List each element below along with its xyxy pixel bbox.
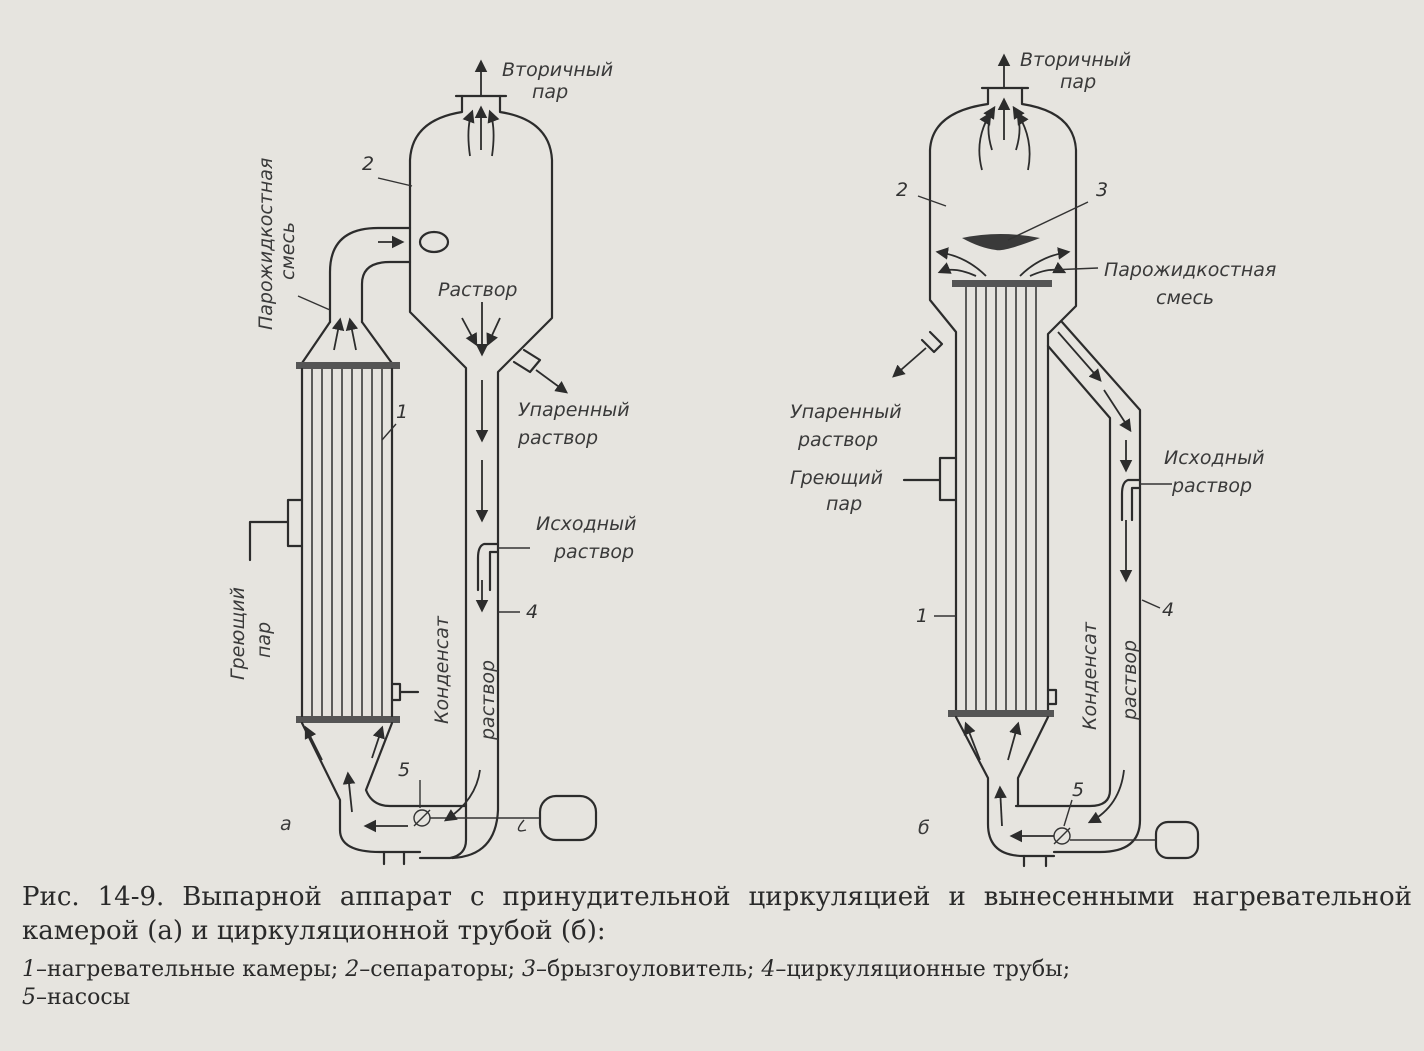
- legend-text-5: насосы: [47, 985, 131, 1010]
- mist-eliminator-b: [962, 234, 1040, 251]
- label-vapor-mix-a: Парожидкостнаясмесь: [255, 158, 299, 330]
- number-5-b: 5: [1072, 779, 1084, 801]
- figure-caption: Рис. 14-9. Выпарной аппарат с принудител…: [22, 880, 1412, 1012]
- figure-letter-b: б: [918, 817, 930, 839]
- sight-glass-a: [418, 230, 450, 254]
- number-2-a: 2: [362, 153, 374, 175]
- heating-chamber-a: [300, 367, 394, 718]
- feed-inlet-a: [476, 542, 500, 592]
- condensate-outlet-a: [390, 682, 420, 702]
- legend-num-1: 1: [22, 957, 36, 982]
- label-solution-lower-a: раствор: [477, 660, 499, 741]
- number-3-b: 3: [1096, 179, 1108, 201]
- legend-num-2: 2: [345, 957, 360, 982]
- legend-text-4: циркуляционные трубы;: [786, 957, 1071, 982]
- figure-letter-a: а: [280, 813, 292, 835]
- number-2-b: 2: [896, 179, 908, 201]
- steam-inlet-b: [902, 456, 958, 502]
- circulation-pipe-b: [1014, 320, 1142, 854]
- legend-num-3: 3: [522, 957, 536, 982]
- caption-legend: 1–нагревательные камеры; 2–сепараторы; 3…: [22, 957, 1071, 1010]
- label-condensate-b: Конденсат: [1079, 621, 1101, 730]
- legend-num-4: 4: [761, 957, 776, 982]
- legend-text-1: нагревательные камеры;: [47, 957, 339, 982]
- steam-inlet-a: [248, 498, 304, 562]
- heater-tubes-a: [311, 369, 383, 716]
- legend-text-2: сепараторы;: [370, 957, 515, 982]
- number-1-a: 1: [396, 401, 408, 423]
- separator-b: [928, 86, 1078, 718]
- label-solution-lower-b: раствор: [1119, 640, 1141, 721]
- vapor-pipe-a: [328, 226, 412, 324]
- number-4-a: 4: [526, 601, 538, 623]
- separator-a: [408, 94, 554, 860]
- tube-sheet-bottom-b: [948, 710, 1054, 717]
- legend-text-3: брызгоуловитель;: [547, 957, 755, 982]
- outlet-nozzle-a: [512, 348, 542, 374]
- label-solution-a: Раствор: [438, 279, 518, 301]
- caption-title: Рис. 14-9. Выпарной аппарат с принудител…: [22, 882, 1412, 946]
- number-1-b: 1: [916, 605, 928, 627]
- heater-tubes-b: [965, 287, 1037, 710]
- number-4-b: 4: [1162, 599, 1174, 621]
- outlet-nozzle-b: [920, 330, 944, 354]
- pump-b: [1053, 820, 1200, 860]
- feed-inlet-b: [1120, 478, 1142, 522]
- tube-sheet-bottom-a: [296, 716, 400, 723]
- condensate-outlet-b: [1046, 688, 1058, 706]
- number-5-a: 5: [398, 759, 410, 781]
- label-condensate-a: Конденсат: [431, 615, 453, 724]
- tube-sheet-top-b: [952, 280, 1052, 287]
- tube-sheet-top-a: [296, 362, 400, 369]
- legend-num-5: 5: [22, 985, 36, 1010]
- pump-a: [413, 794, 598, 842]
